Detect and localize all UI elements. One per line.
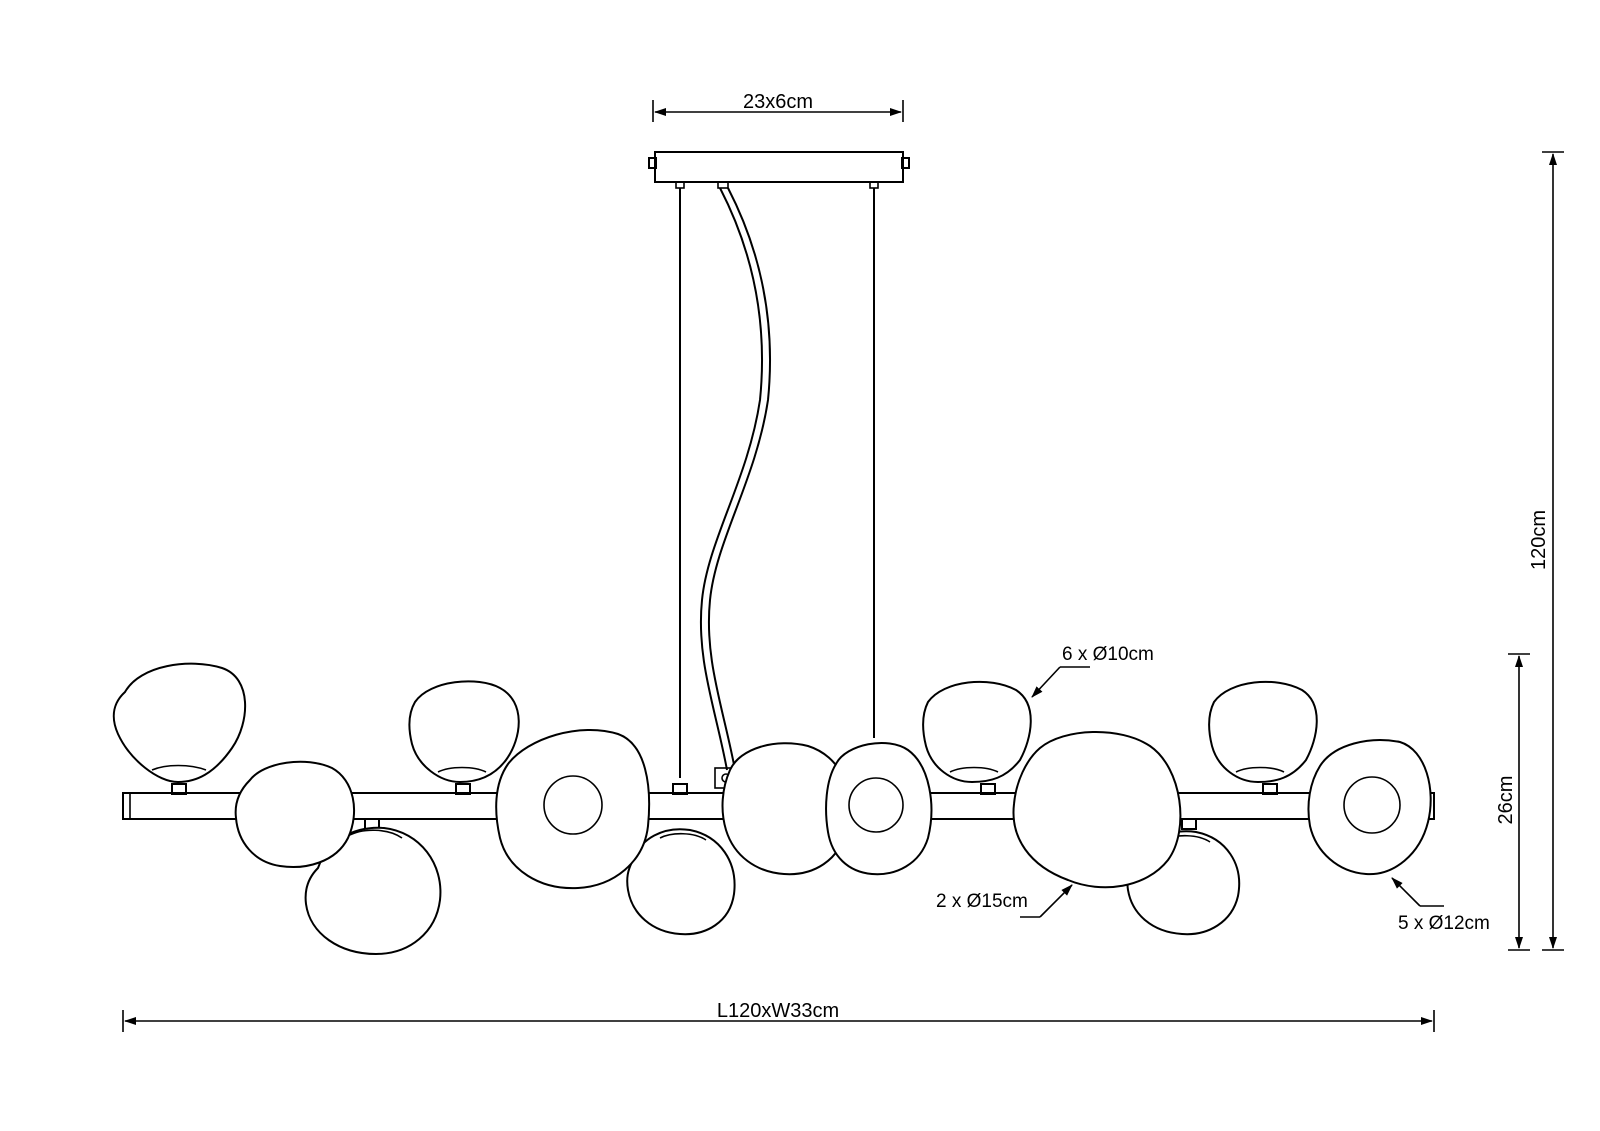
overall-length-label: L120xW33cm — [717, 1000, 839, 1022]
overall-height-label: 120cm — [1528, 510, 1550, 570]
suspension-cables — [679, 187, 875, 789]
callout-medium-shades-label: 5 x Ø12cm — [1398, 913, 1490, 934]
callout-large-shades-label: 2 x Ø15cm — [936, 891, 1028, 912]
shade-top-4 — [1208, 680, 1318, 784]
shade-top-3 — [922, 680, 1032, 784]
fixture-height-label: 26cm — [1495, 776, 1517, 825]
glass-shades — [112, 662, 1432, 956]
shade-bottom-2 — [626, 828, 736, 936]
shade-medium-2 — [495, 728, 651, 890]
callout-large-shades: 2 x Ø15cm — [936, 884, 1073, 918]
overall-height-dimension: 120cm — [1528, 151, 1564, 951]
shade-medium-3 — [825, 742, 933, 876]
shade-mounts — [171, 783, 1278, 830]
callout-small-shades-label: 6 x Ø10cm — [1062, 644, 1154, 665]
overall-length-dimension: L120xW33cm — [122, 1000, 1435, 1032]
ceiling-canopy — [648, 151, 910, 189]
shade-top-2 — [408, 680, 520, 784]
canopy-width-dimension: 23x6cm — [652, 91, 904, 122]
callout-small-shades: 6 x Ø10cm — [1031, 644, 1154, 698]
fixture-height-dimension: 26cm — [1495, 653, 1530, 951]
canopy-dimension-label: 23x6cm — [743, 91, 813, 113]
callout-medium-shades: 5 x Ø12cm — [1391, 877, 1490, 934]
shade-large-1 — [1012, 731, 1182, 889]
shade-medium-1 — [234, 760, 355, 868]
shade-large-2 — [721, 742, 852, 876]
shade-medium-4 — [1307, 739, 1432, 876]
shade-top-1 — [112, 662, 247, 784]
shade-bottom-1 — [304, 826, 442, 956]
